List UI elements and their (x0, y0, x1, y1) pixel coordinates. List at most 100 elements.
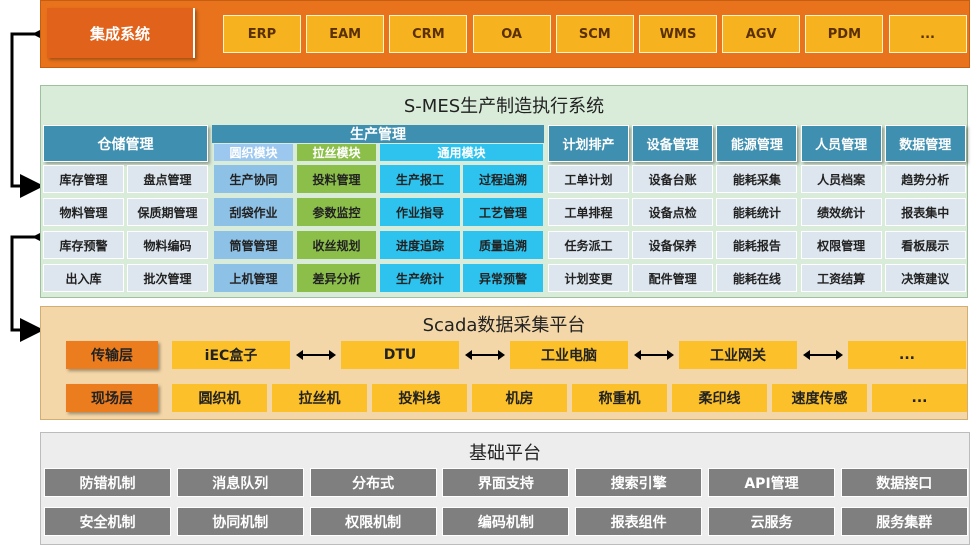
circular-module-item: 上机管理 (214, 264, 293, 292)
general-module-item: 过程追溯 (463, 165, 543, 193)
general-module-item: 工艺管理 (463, 198, 543, 226)
mes-column-item: 决策建议 (884, 264, 966, 292)
field-item: 拉丝机 (272, 384, 367, 412)
mes-column-item: 能耗采集 (716, 165, 798, 193)
drawing-module-item: 参数监控 (297, 198, 376, 226)
bidirectional-arrow-icon (803, 350, 843, 360)
mes-column-item: 设备保养 (632, 231, 714, 259)
transport-item: 工业网关 (679, 341, 797, 369)
bidirectional-arrow-icon (465, 350, 505, 360)
drawing-module-item: 收丝规划 (297, 231, 376, 259)
field-item: 速度传感 (772, 384, 867, 412)
integration-system: PDM (805, 15, 884, 53)
base-item: 搜索引擎 (575, 468, 703, 497)
general-module-item: 进度追踪 (380, 231, 460, 259)
warehouse-item: 盘点管理 (127, 165, 208, 193)
mes-column-title: 能源管理 (716, 125, 798, 162)
transport-item: ... (848, 341, 966, 369)
warehouse-item: 库存预警 (43, 231, 124, 259)
integration-system: EAM (306, 15, 385, 53)
circular-module-item: 刮袋作业 (214, 198, 293, 226)
base-item: 分布式 (309, 468, 437, 497)
integration-system: CRM (389, 15, 468, 53)
field-item: 称重机 (572, 384, 667, 412)
mes-column-item: 配件管理 (632, 264, 714, 292)
mes-column-item: 工资结算 (800, 264, 882, 292)
mes-column-title: 设备管理 (632, 125, 714, 162)
integration-system: AGV (722, 15, 801, 53)
base-title: 基础平台 (469, 443, 541, 464)
warehouse-item: 库存管理 (43, 165, 124, 193)
drawing-module-item: 投料管理 (297, 165, 376, 193)
general-module-header: 通用模块 (380, 144, 543, 161)
transport-item: DTU (341, 341, 459, 369)
field-item: 投料线 (372, 384, 467, 412)
base-item: 服务集群 (840, 507, 968, 536)
integration-system: OA (472, 15, 551, 53)
mes-column-item: 任务派工 (548, 231, 629, 259)
circular-module-header: 圆织模块 (214, 144, 293, 161)
base-item: 安全机制 (44, 507, 171, 536)
integration-title: 集成系统 (47, 8, 195, 58)
transport-item: 工业电脑 (510, 341, 628, 369)
integration-system: ... (888, 15, 967, 53)
transport-layer-label: 传输层 (66, 341, 158, 369)
mes-column-item: 绩效统计 (800, 198, 882, 226)
field-item: 圆织机 (172, 384, 267, 412)
transport-item: iEC盒子 (172, 341, 290, 369)
mes-column-item: 报表集中 (884, 198, 966, 226)
base-item: 界面支持 (442, 468, 570, 497)
mes-column-title: 计划排产 (548, 125, 629, 162)
base-item: 消息队列 (176, 468, 304, 497)
warehouse-item: 出入库 (43, 264, 124, 292)
mes-column-item: 能耗在线 (716, 264, 798, 292)
mes-scada-arrow (10, 225, 56, 342)
general-module-item: 生产报工 (380, 165, 460, 193)
drawing-module-header: 拉丝模块 (297, 144, 376, 161)
circular-module-item: 生产协同 (214, 165, 293, 193)
mes-column-item: 能耗报告 (716, 231, 798, 259)
base-item: 数据接口 (840, 468, 968, 497)
field-layer-label: 现场层 (66, 384, 158, 412)
general-module-item: 作业指导 (380, 198, 460, 226)
integration-system: WMS (639, 15, 717, 53)
mes-column-title: 数据管理 (884, 125, 966, 162)
mes-column-item: 看板展示 (884, 231, 966, 259)
mes-column-item: 人员档案 (800, 165, 882, 193)
scada-title: Scada数据采集平台 (422, 315, 586, 336)
integration-mes-arrow (10, 22, 56, 198)
mes-column-item: 计划变更 (548, 264, 629, 292)
mes-column-item: 工单排程 (548, 198, 629, 226)
general-module-item: 异常预警 (463, 264, 543, 292)
warehouse-item: 保质期管理 (127, 198, 208, 226)
production-title: 生产管理 (212, 125, 544, 143)
mes-column-item: 设备点检 (632, 198, 714, 226)
base-item: 编码机制 (442, 507, 570, 536)
base-item: 云服务 (708, 507, 835, 536)
mes-column-item: 工单计划 (548, 165, 629, 193)
base-item: 报表组件 (575, 507, 703, 536)
base-item: API管理 (708, 468, 835, 497)
mes-column-item: 趋势分析 (884, 165, 966, 193)
general-module-item: 生产统计 (380, 264, 460, 292)
bidirectional-arrow-icon (296, 350, 336, 360)
integration-system: ERP (223, 15, 301, 53)
mes-title: S-MES生产制造执行系统 (403, 96, 605, 117)
field-item: 柔印线 (672, 384, 767, 412)
base-item: 权限机制 (309, 507, 437, 536)
base-item: 防错机制 (44, 468, 171, 497)
drawing-module-item: 差异分析 (297, 264, 376, 292)
base-item: 协同机制 (176, 507, 304, 536)
warehouse-item: 物料管理 (43, 198, 124, 226)
general-module-item: 质量追溯 (463, 231, 543, 259)
mes-column-item: 设备台账 (632, 165, 714, 193)
warehouse-title: 仓储管理 (43, 125, 208, 162)
mes-column-title: 人员管理 (800, 125, 882, 162)
circular-module-item: 筒管管理 (214, 231, 293, 259)
field-item: ... (872, 384, 967, 412)
mes-column-item: 权限管理 (800, 231, 882, 259)
mes-column-item: 能耗统计 (716, 198, 798, 226)
bidirectional-arrow-icon (634, 350, 674, 360)
field-item: 机房 (472, 384, 567, 412)
warehouse-item: 物料编码 (127, 231, 208, 259)
